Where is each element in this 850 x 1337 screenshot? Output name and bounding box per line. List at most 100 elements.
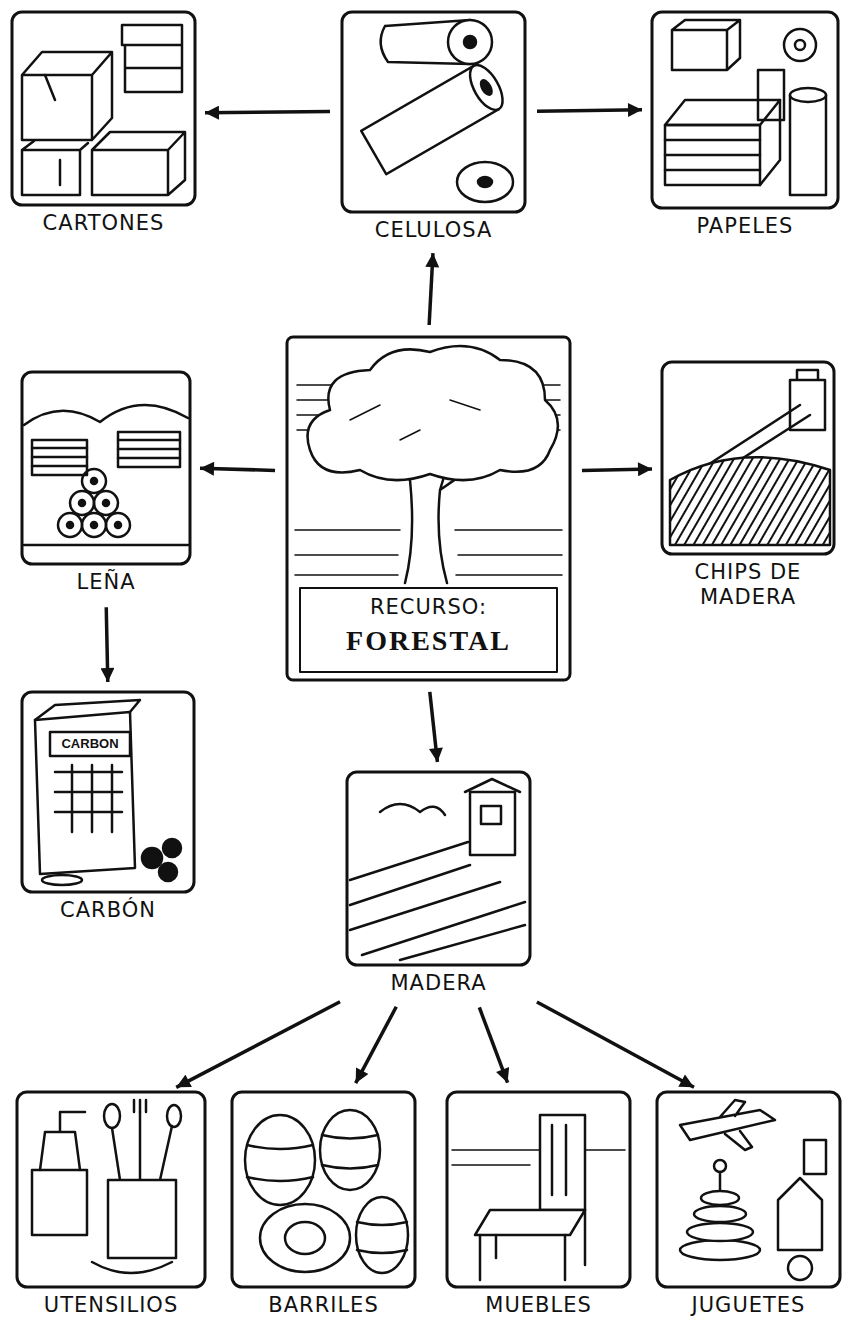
firewood-picture-part bbox=[79, 500, 85, 506]
toys-picture-part bbox=[694, 1206, 746, 1222]
paper-picture-part bbox=[795, 40, 805, 50]
charcoal-picture-part bbox=[163, 839, 181, 857]
charcoal-picture-part bbox=[42, 875, 82, 885]
furniture-picture-part bbox=[552, 1125, 566, 1195]
product-box: JUGUETES bbox=[657, 1092, 840, 1318]
node-label: MUEBLES bbox=[447, 1293, 630, 1318]
firewood-picture-part bbox=[103, 500, 109, 506]
lumber-picture-part bbox=[350, 842, 525, 960]
node-label: UTENSILIOS bbox=[17, 1293, 205, 1318]
cardboard-picture-part bbox=[12, 12, 195, 205]
utensils-picture bbox=[17, 1092, 205, 1287]
utensils-picture-part bbox=[167, 1105, 181, 1127]
barrels-picture-part bbox=[322, 1135, 378, 1169]
barrels-picture-part bbox=[245, 1115, 315, 1205]
firewood-picture-part bbox=[118, 440, 180, 458]
node-label: LEÑA bbox=[22, 570, 190, 595]
wood-chips-picture-part bbox=[662, 362, 834, 554]
utensils-picture-part bbox=[17, 1092, 205, 1287]
charcoal-picture bbox=[22, 692, 194, 892]
cellulose-picture-part bbox=[478, 177, 492, 187]
firewood-picture-part bbox=[82, 513, 106, 537]
toys-picture-part bbox=[804, 1140, 826, 1174]
toys-picture-part bbox=[778, 1178, 822, 1250]
firewood-picture-part bbox=[118, 432, 180, 467]
node-label: MADERA bbox=[347, 971, 530, 996]
cellulose-picture-part bbox=[342, 12, 525, 212]
product-box: CARTONES bbox=[12, 12, 195, 236]
firewood-picture-part bbox=[32, 448, 87, 466]
lumber-picture-part bbox=[465, 779, 520, 792]
firewood-picture-part bbox=[32, 440, 87, 475]
wood-chips-picture bbox=[662, 362, 834, 554]
node-label: PAPELES bbox=[652, 214, 838, 239]
toys-picture-part bbox=[788, 1256, 812, 1280]
furniture-picture-part bbox=[480, 1210, 585, 1280]
node-label: CARTONES bbox=[12, 211, 195, 236]
charcoal-picture-part bbox=[142, 848, 162, 868]
cardboard-picture-part bbox=[45, 75, 60, 185]
utensils-picture-part bbox=[104, 1104, 120, 1128]
node-label: CELULOSA bbox=[342, 218, 525, 243]
utensils-picture-part bbox=[112, 1112, 172, 1180]
cardboard-picture-part bbox=[22, 52, 112, 140]
firewood-picture-part bbox=[70, 491, 94, 515]
node-label: BARRILES bbox=[232, 1293, 415, 1318]
cellulose-picture-part-part bbox=[479, 79, 494, 97]
product-box: CELULOSA bbox=[342, 12, 525, 243]
node-label: RECURSO: bbox=[287, 595, 570, 620]
firewood-picture-part bbox=[24, 544, 188, 547]
firewood-picture-part bbox=[115, 522, 121, 528]
flow-arrow bbox=[430, 692, 438, 762]
utensils-picture-part bbox=[134, 1100, 146, 1112]
paper-picture bbox=[652, 12, 838, 208]
barrels-picture bbox=[232, 1092, 415, 1287]
product-box: CARBÓN bbox=[22, 692, 194, 923]
paper-picture-part bbox=[790, 95, 826, 195]
toys-picture-part bbox=[714, 1160, 726, 1172]
cellulose-picture-part bbox=[361, 60, 509, 174]
paper-picture-part bbox=[652, 12, 838, 208]
flow-arrow bbox=[205, 112, 330, 113]
utensils-picture-part bbox=[92, 1262, 172, 1273]
product-box: BARRILES bbox=[232, 1092, 415, 1318]
flow-arrow bbox=[429, 253, 433, 325]
firewood-picture-part bbox=[24, 405, 188, 425]
firewood-picture-part bbox=[91, 478, 97, 484]
tree-picture-part bbox=[287, 337, 570, 680]
charcoal-picture-part bbox=[35, 700, 140, 720]
firewood-picture-part bbox=[22, 372, 190, 564]
product-box: LEÑA bbox=[22, 372, 190, 595]
cardboard-picture-part bbox=[122, 25, 182, 92]
firewood-picture-part bbox=[67, 522, 73, 528]
firewood-picture-part bbox=[94, 491, 118, 515]
product-box: UTENSILIOS bbox=[17, 1092, 205, 1318]
paper-picture-part bbox=[665, 100, 780, 125]
barrels-picture-part bbox=[357, 1222, 407, 1253]
tree-picture-part bbox=[308, 346, 558, 480]
furniture-picture bbox=[447, 1092, 630, 1287]
flow-arrow bbox=[479, 1007, 507, 1082]
tree-picture-part bbox=[350, 400, 480, 440]
charcoal-picture-part bbox=[159, 863, 177, 881]
flow-arrow bbox=[176, 1002, 340, 1088]
toys-picture-part bbox=[680, 1240, 760, 1260]
product-box: CHIPS DE MADERA bbox=[662, 362, 834, 610]
node-label: CARBÓN bbox=[22, 898, 194, 923]
flow-arrow bbox=[537, 110, 642, 111]
paper-picture-part bbox=[672, 20, 740, 70]
toys-picture-part bbox=[680, 1100, 775, 1150]
cellulose-picture bbox=[342, 12, 525, 212]
barrels-picture-part bbox=[247, 1145, 313, 1181]
tree-picture bbox=[287, 337, 570, 680]
toys-picture-part bbox=[701, 1191, 739, 1205]
utensils-picture-part bbox=[108, 1180, 176, 1258]
flow-arrow bbox=[537, 1002, 694, 1087]
toys-picture-part bbox=[687, 1223, 753, 1241]
firewood-picture-part bbox=[58, 513, 82, 537]
furniture-picture-part bbox=[540, 1115, 585, 1210]
utensils-picture-part bbox=[32, 1170, 87, 1235]
firewood-picture-part bbox=[82, 469, 106, 493]
